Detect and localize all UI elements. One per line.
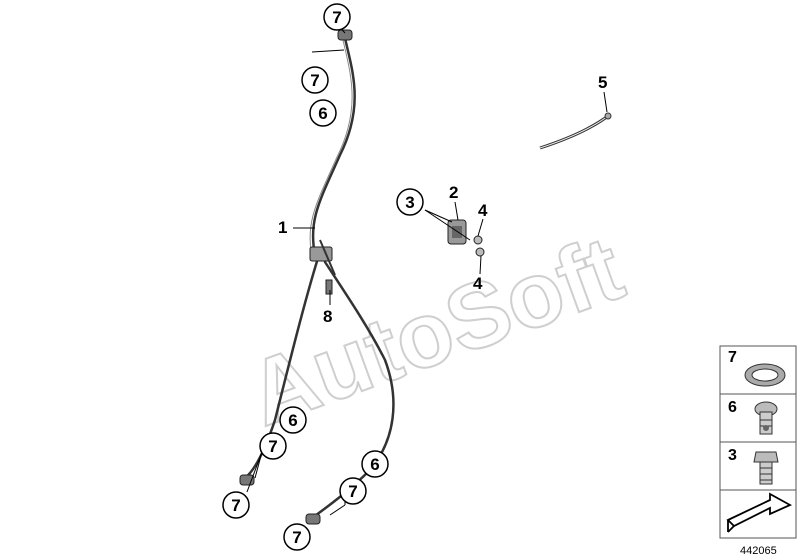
svg-text:6: 6: [288, 411, 297, 430]
svg-text:6: 6: [728, 399, 737, 416]
hex-bolt-icon: [753, 451, 779, 485]
callout-6-upper[interactable]: 6: [309, 99, 337, 127]
junction-fitting: [309, 239, 336, 295]
callout-8[interactable]: 8: [323, 307, 332, 326]
callout-1[interactable]: 1: [278, 218, 287, 237]
callout-6-left[interactable]: 6: [279, 406, 307, 434]
banjo-fitting-top: [337, 29, 353, 41]
callout-7-right-a[interactable]: 7: [339, 477, 367, 505]
cable-tie-part-5: [539, 112, 612, 150]
callout-3[interactable]: 3: [396, 188, 424, 216]
svg-text:6: 6: [318, 104, 327, 123]
legend-row-3[interactable]: 3: [728, 447, 779, 485]
callout-7-left-a[interactable]: 7: [259, 432, 287, 460]
callout-6-right[interactable]: 6: [361, 450, 389, 478]
banjo-fitting-right: [305, 513, 321, 525]
svg-text:3: 3: [728, 447, 737, 464]
brake-line-upper: [311, 36, 356, 257]
callout-2[interactable]: 2: [449, 183, 458, 202]
callout-7-top[interactable]: 7: [323, 3, 351, 31]
svg-text:7: 7: [292, 528, 301, 547]
legend-row-7[interactable]: 7: [728, 349, 786, 387]
callout-4-bottom[interactable]: 4: [473, 274, 483, 293]
sealing-ring-icon: [744, 363, 786, 387]
callout-5[interactable]: 5: [598, 73, 607, 92]
svg-text:7: 7: [332, 8, 341, 27]
callout-4-top[interactable]: 4: [478, 201, 488, 220]
diagram-id: 442065: [740, 545, 777, 557]
svg-text:6: 6: [370, 455, 379, 474]
parts-legend: 7 6 3: [719, 345, 797, 539]
bracket-assembly: [447, 219, 485, 257]
brake-line-left: [243, 256, 320, 480]
hollow-bolt-icon: [754, 401, 778, 435]
svg-text:7: 7: [310, 71, 319, 90]
svg-text:7: 7: [231, 496, 240, 515]
legend-row-6[interactable]: 6: [728, 399, 778, 435]
svg-text:7: 7: [348, 482, 357, 501]
svg-text:7: 7: [268, 437, 277, 456]
legend-row-arrow[interactable]: [726, 492, 793, 533]
svg-text:3: 3: [405, 193, 414, 212]
callout-7-right-b[interactable]: 7: [283, 523, 311, 551]
direction-arrow-icon: [726, 492, 793, 533]
svg-text:7: 7: [728, 349, 737, 366]
callout-7-left-b[interactable]: 7: [222, 491, 250, 519]
callout-7-upper[interactable]: 7: [301, 66, 329, 94]
